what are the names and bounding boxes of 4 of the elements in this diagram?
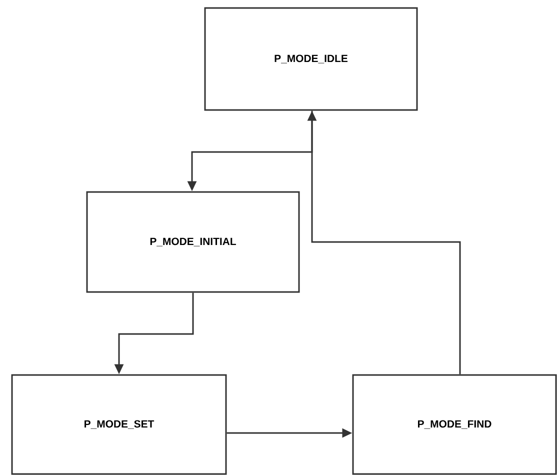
state-box: P_MODE_IDLE <box>204 7 418 111</box>
state-box: P_MODE_FIND <box>352 374 557 475</box>
state-box: P_MODE_INITIAL <box>86 191 300 293</box>
state-box: P_MODE_SET <box>11 374 227 475</box>
